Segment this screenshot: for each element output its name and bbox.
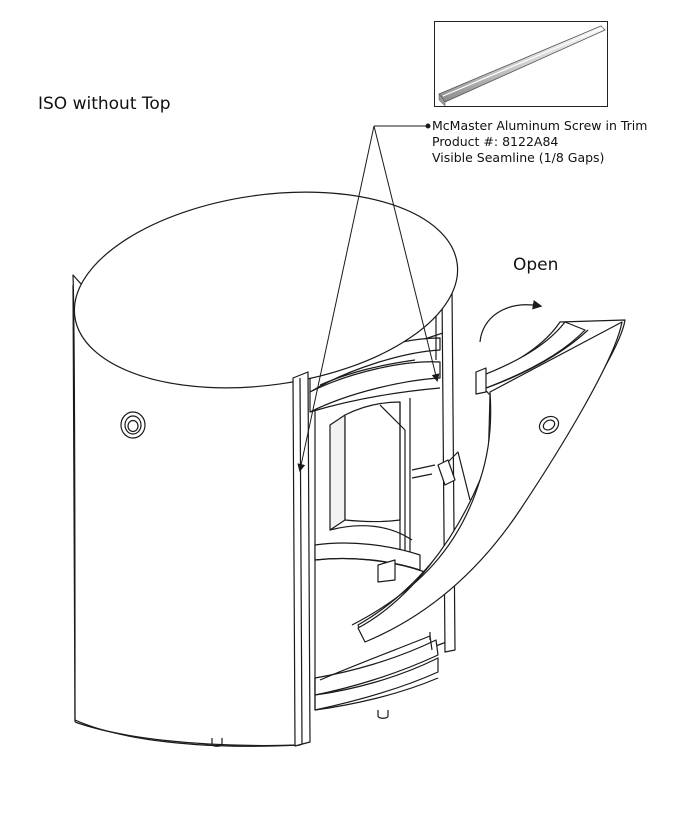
cabinet-body — [72, 191, 459, 747]
open-label: Open — [513, 255, 559, 275]
body-handle-icon — [120, 411, 146, 439]
door-handle-icon — [538, 415, 560, 435]
callout-line-1: McMaster Aluminum Screw in Trim — [432, 118, 648, 133]
view-title: ISO without Top — [38, 94, 171, 114]
open-rotation-arrow — [479, 300, 543, 343]
callout-line-2: Product #: 8122A84 — [432, 134, 559, 149]
callout-line-3: Visible Seamline (1/8 Gaps) — [432, 150, 605, 165]
lower-shelf-ring — [314, 542, 426, 583]
base-ring — [314, 635, 439, 711]
trim-callout: McMaster Aluminum Screw in Trim Product … — [432, 118, 647, 166]
aluminum-trim-illustration — [438, 25, 606, 107]
open-door[interactable] — [351, 319, 626, 643]
cabinet-feet — [211, 632, 431, 747]
callout-leaders — [297, 123, 440, 472]
trim-detail-inset — [434, 21, 608, 107]
